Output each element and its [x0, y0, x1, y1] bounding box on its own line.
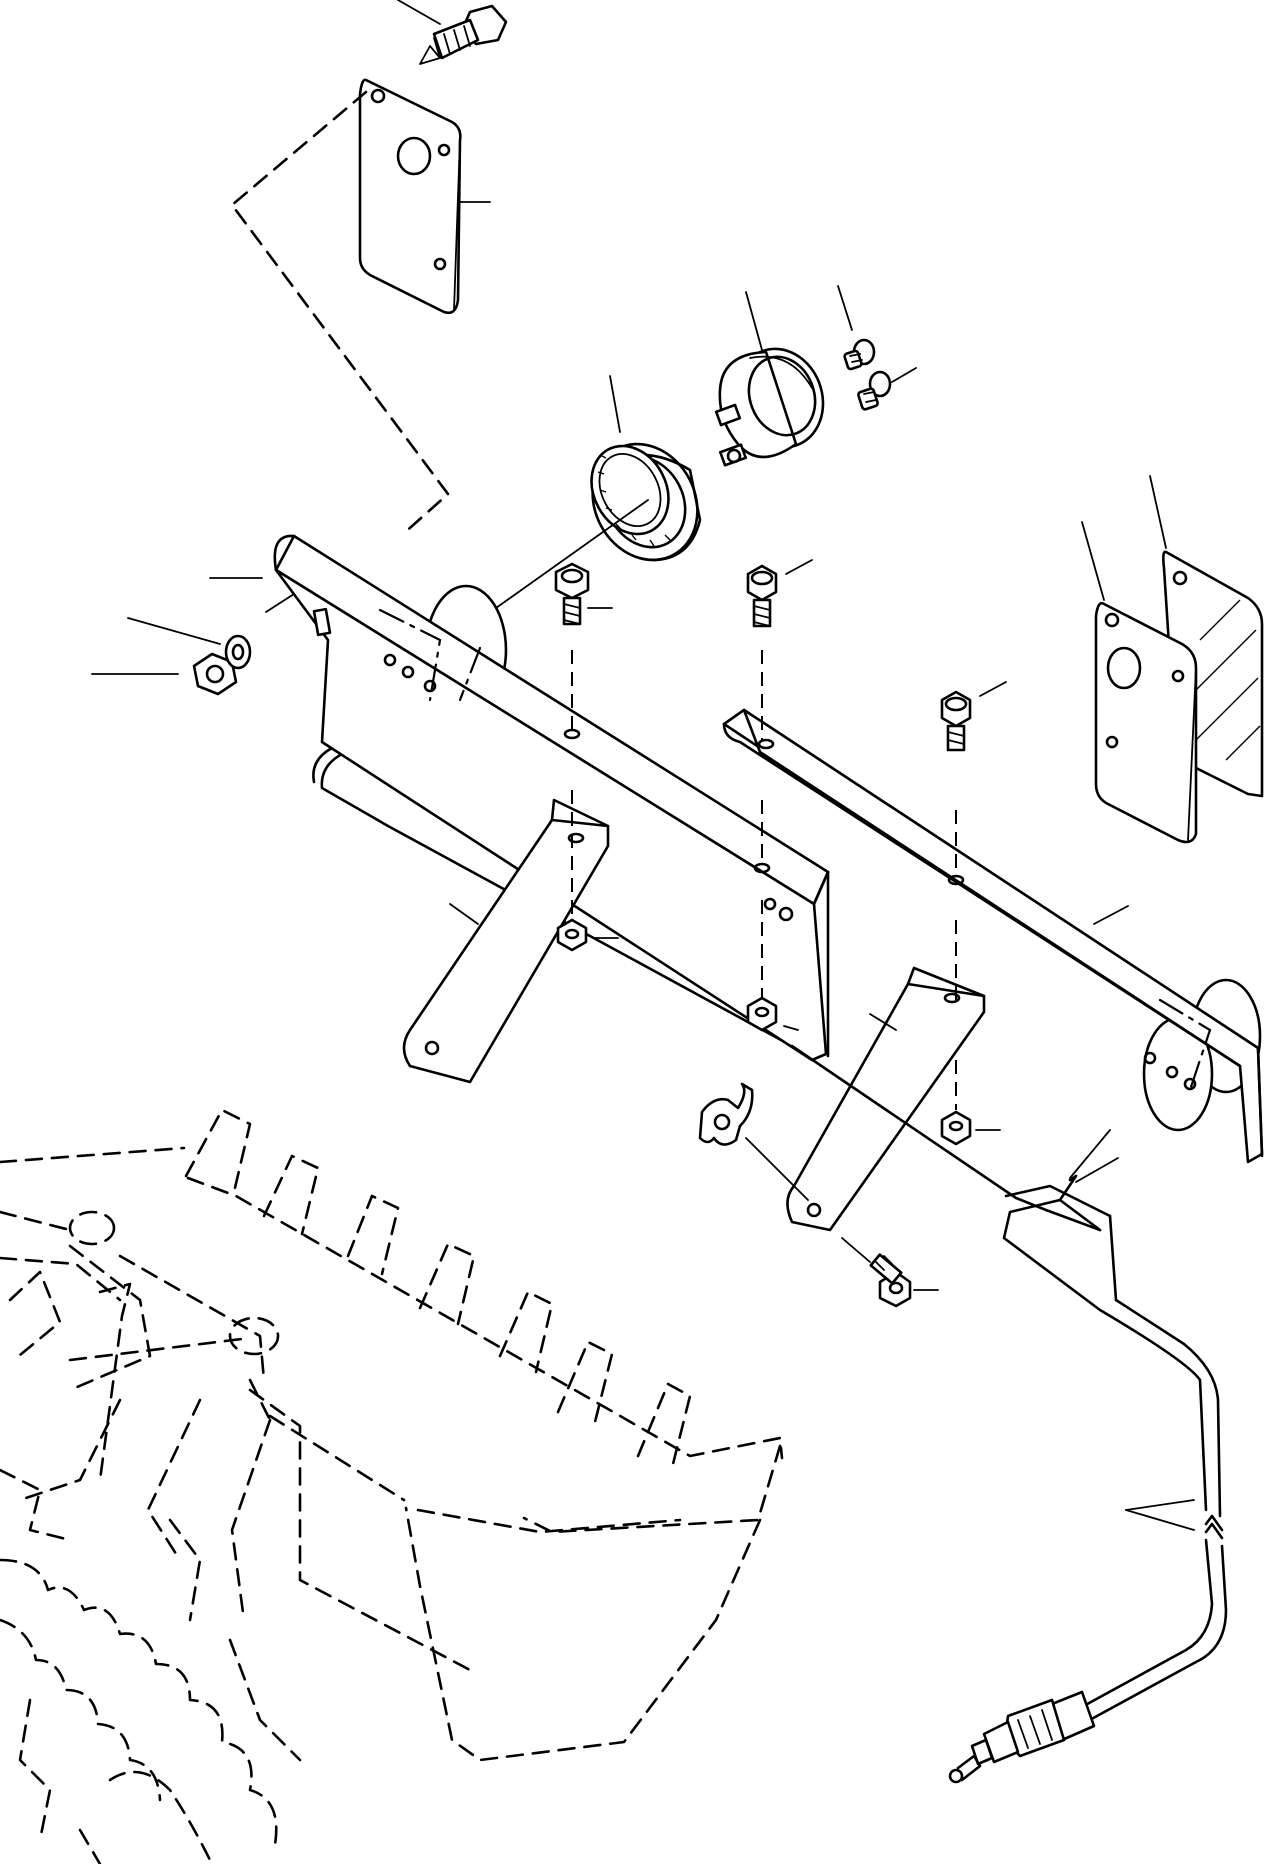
bulb-icon [837, 285, 917, 411]
plate-icon [358, 78, 491, 315]
bolt-icon [746, 559, 813, 628]
nut-icon [556, 918, 619, 952]
bracket-icon [209, 534, 830, 1062]
strut-icon [786, 966, 986, 1232]
bolt-icon [554, 562, 613, 626]
bucket-icon [0, 1108, 784, 1864]
bolt-icon [397, 0, 508, 65]
cable-icon [790, 1044, 1228, 1724]
bolt-icon [869, 1253, 939, 1308]
plate-icon [1081, 521, 1198, 844]
nut-icon [940, 1110, 1001, 1146]
wing-nut-icon [698, 1082, 754, 1146]
nut-icon [91, 593, 295, 696]
bolt-icon [940, 681, 1007, 752]
bracket-icon [722, 708, 1264, 1164]
nut-icon [746, 996, 799, 1032]
bolt-icon [312, 607, 332, 637]
centerlines [571, 650, 957, 1263]
connector-icon [948, 1690, 1096, 1784]
strut-icon [402, 798, 610, 1084]
phantom-guide [230, 90, 450, 537]
gauge-icon [714, 291, 825, 467]
ring-icon [495, 375, 702, 609]
